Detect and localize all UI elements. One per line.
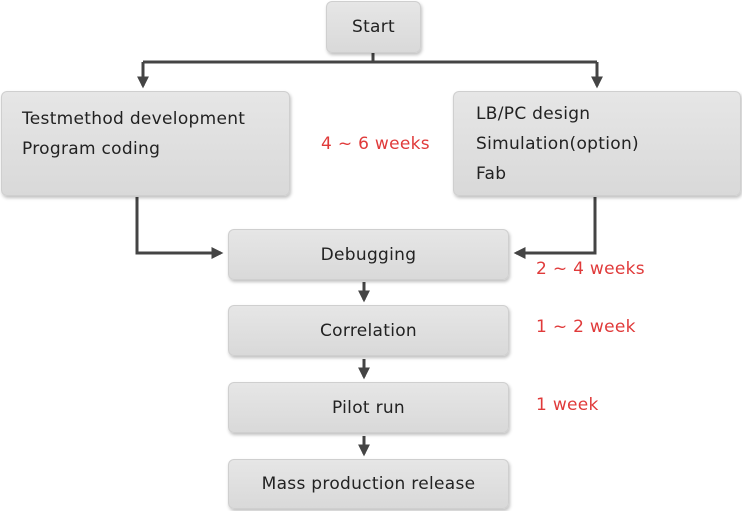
duration-debugging: 2 ~ 4 weeks	[536, 259, 645, 279]
duration-dev-design: 4 ~ 6 weeks	[321, 134, 430, 154]
lbpc-design-line: LB/PC design	[476, 104, 591, 124]
lbpc-design-box: LB/PC design Simulation(option) Fab	[453, 91, 741, 196]
arrow-right-to-debugging	[513, 197, 597, 259]
simulation-line: Simulation(option)	[476, 134, 639, 154]
arrow-start-split	[143, 53, 597, 64]
pilot-run-node: Pilot run	[228, 382, 509, 433]
start-label: Start	[351, 17, 396, 37]
correlation-node: Correlation	[228, 305, 509, 356]
program-coding-line: Program coding	[22, 139, 161, 159]
debugging-label: Debugging	[320, 244, 417, 265]
duration-correlation: 1 ~ 2 week	[536, 317, 636, 337]
debugging-node: Debugging	[228, 229, 509, 280]
fab-line: Fab	[476, 164, 507, 184]
correlation-label: Correlation	[319, 320, 418, 341]
duration-pilot-run: 1 week	[536, 395, 599, 415]
start-node: Start	[326, 1, 421, 53]
mass-production-node: Mass production release	[228, 459, 509, 509]
pilot-run-label: Pilot run	[331, 397, 406, 418]
testmethod-box: Testmethod development Program coding	[1, 91, 290, 196]
testmethod-line: Testmethod development	[22, 109, 246, 129]
mass-production-label: Mass production release	[261, 474, 476, 494]
arrow-left-to-debugging	[135, 197, 224, 259]
